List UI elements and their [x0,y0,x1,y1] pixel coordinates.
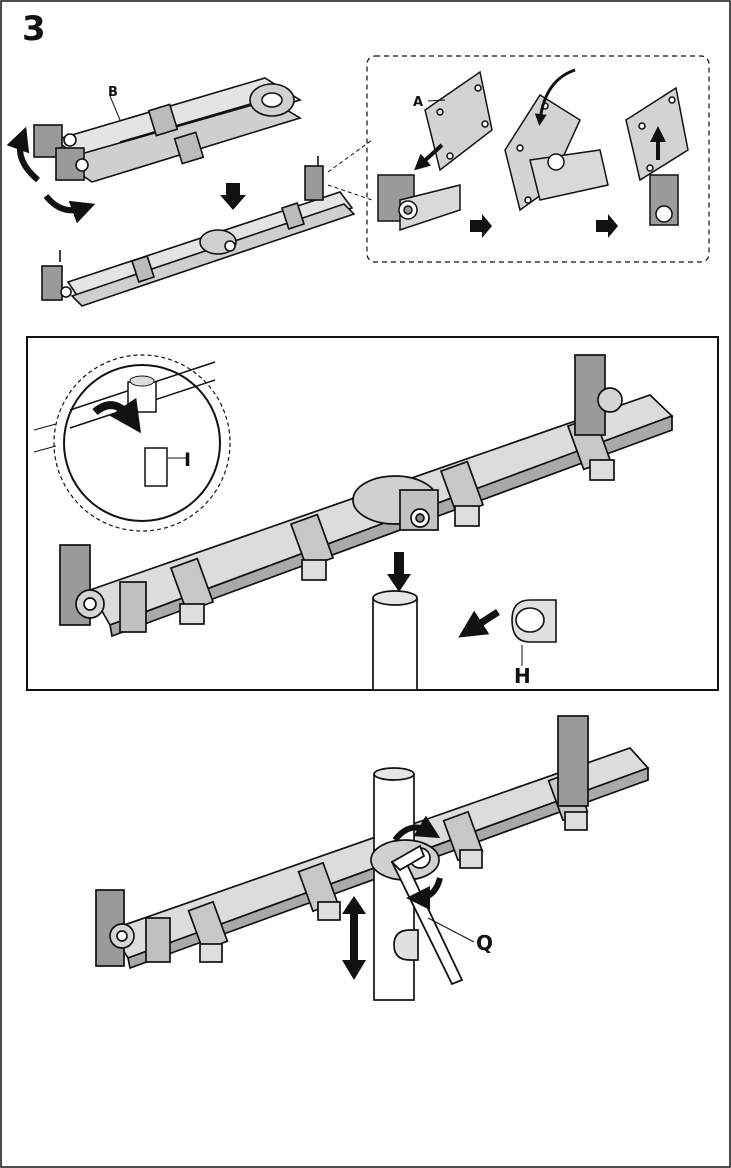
arm-assembly-panel [59,354,674,691]
rotate-arrow-icon [43,194,96,224]
label-i: I [184,449,191,471]
step-number: 3 [22,9,46,49]
height-adjust-arrow-icon [342,896,366,980]
vesa-plate-step-3 [625,86,689,226]
rotate-arrow-icon [6,126,40,183]
clamp-part-h [458,599,557,666]
next-step-arrow-icon [596,214,618,238]
label-q: Q [476,931,493,955]
label-h: H [514,664,531,688]
arm-unfolded [41,156,356,307]
arm-assembly-height [95,715,650,1001]
vesa-plate-step-1 [377,70,493,232]
label-a: A [413,95,423,110]
down-arrow-icon [220,183,246,210]
rotate-arrow-icon [406,877,443,910]
label-b: B [108,85,118,100]
arm-folded [33,77,302,183]
next-step-arrow-icon [470,214,492,238]
vesa-plate-step-2 [504,68,609,212]
rotate-arrow-icon [392,815,441,842]
rotate-arrow-icon [92,397,142,434]
cable-clip-detail [33,354,231,532]
vesa-inset-box [366,55,710,263]
down-arrow-icon [387,552,411,592]
